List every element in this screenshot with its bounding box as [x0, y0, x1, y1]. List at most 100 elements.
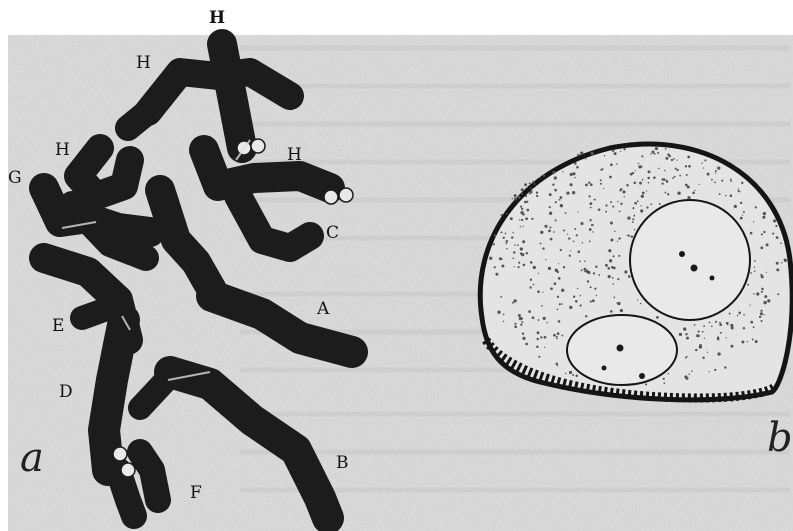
granule [588, 195, 590, 197]
granule [540, 336, 542, 338]
granule [501, 231, 503, 233]
granule [548, 267, 551, 270]
granule [632, 218, 634, 220]
granule [699, 344, 702, 347]
granule [562, 335, 564, 337]
granule [652, 151, 655, 154]
granule [560, 196, 563, 199]
granule [755, 206, 757, 208]
granule [576, 234, 578, 236]
granule [577, 250, 580, 253]
granule [518, 314, 521, 317]
granule [577, 212, 578, 213]
granule [650, 203, 652, 205]
granule [549, 206, 551, 208]
granule [738, 312, 741, 315]
granule [717, 352, 720, 355]
granule [730, 194, 733, 197]
granule [561, 289, 564, 292]
granule [664, 382, 666, 384]
granule [501, 265, 504, 268]
granule [591, 224, 593, 226]
granule [605, 204, 607, 206]
granule [628, 275, 631, 278]
granule [753, 326, 755, 328]
granule [545, 259, 546, 260]
granule [759, 316, 761, 318]
granule [506, 240, 508, 242]
granule [506, 213, 508, 215]
granule [665, 157, 668, 160]
granule [510, 217, 513, 220]
granule [756, 292, 759, 295]
granule [520, 324, 522, 326]
granule [780, 242, 782, 244]
granule [640, 303, 641, 304]
granule [540, 243, 542, 245]
granule [536, 192, 538, 194]
granule [563, 229, 565, 231]
granule [620, 203, 622, 205]
granule [755, 340, 756, 341]
granule [610, 163, 613, 166]
granule [703, 167, 704, 168]
granule [549, 193, 552, 196]
granule [742, 214, 743, 215]
granule [737, 315, 738, 316]
granule [590, 301, 592, 303]
granule [743, 211, 745, 213]
granule [570, 183, 573, 186]
granule [658, 168, 660, 170]
granule [726, 337, 727, 338]
granule [523, 264, 526, 267]
granule [565, 212, 567, 214]
granule [766, 243, 769, 246]
granule [550, 287, 553, 290]
granule [589, 240, 591, 242]
granule [767, 299, 770, 302]
granule [518, 196, 521, 199]
granule [656, 316, 659, 319]
granule [548, 230, 551, 233]
granule [558, 277, 561, 280]
granule [776, 236, 779, 239]
granule [592, 231, 593, 232]
granule [777, 293, 779, 295]
granule [685, 333, 687, 335]
granule [544, 225, 547, 228]
granule [714, 182, 716, 184]
granule [686, 337, 689, 340]
granule [536, 338, 538, 340]
granule [595, 266, 597, 268]
granule [541, 305, 543, 307]
granule [518, 266, 520, 268]
granule [587, 280, 589, 282]
granule [677, 160, 678, 161]
granule [620, 151, 621, 152]
granule [761, 288, 764, 291]
granule [542, 247, 544, 249]
granule [579, 304, 581, 306]
granule [556, 336, 558, 338]
granule [580, 222, 583, 225]
granule [685, 357, 687, 359]
granule [646, 206, 648, 208]
granule [775, 225, 777, 227]
granule [626, 184, 629, 187]
granule [513, 257, 515, 259]
nucleus-upper [630, 200, 750, 320]
granule [760, 310, 762, 312]
granule [512, 302, 514, 304]
granule [522, 213, 524, 215]
granule [671, 159, 673, 161]
granule [585, 183, 588, 186]
granule [546, 322, 547, 323]
granule [679, 175, 681, 177]
granule [525, 195, 527, 197]
granule [611, 240, 613, 242]
granule [554, 189, 557, 192]
granule [754, 271, 756, 273]
granule [585, 158, 586, 159]
granule [754, 260, 756, 262]
